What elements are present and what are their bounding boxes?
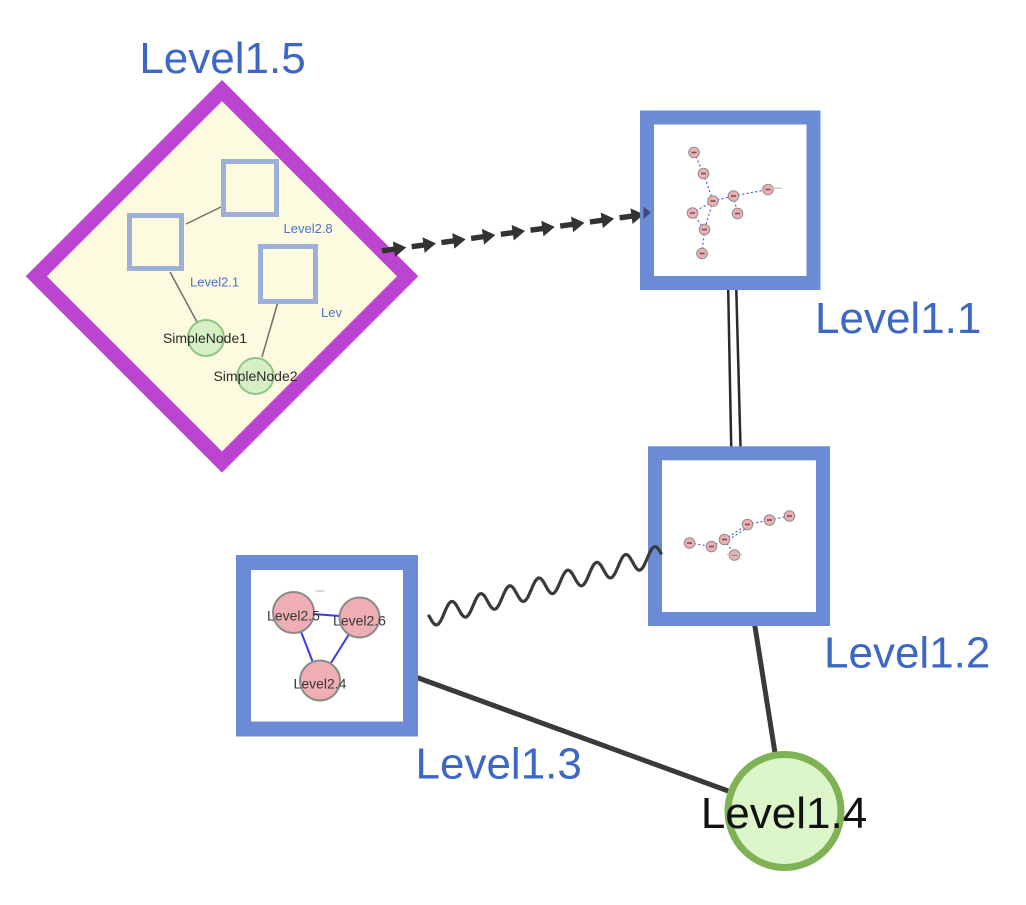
svg-text:Lev: Lev	[321, 305, 342, 320]
svg-text:SimpleNode1: SimpleNode1	[163, 330, 247, 346]
svg-text:Level2.6: Level2.6	[333, 613, 386, 629]
svg-text:Level1.1: Level1.1	[815, 294, 981, 343]
svg-text:Level1.5: Level1.5	[139, 34, 305, 83]
svg-text:Level2.1: Level2.1	[190, 275, 239, 290]
svg-text:Level2.4: Level2.4	[294, 676, 347, 692]
svg-text:SimpleNode2: SimpleNode2	[213, 368, 297, 384]
svg-text:Level1.2: Level1.2	[824, 629, 990, 678]
svg-text:Level2.8: Level2.8	[284, 221, 333, 236]
svg-text:Level1.4: Level1.4	[701, 789, 867, 838]
svg-text:Level2.5: Level2.5	[267, 608, 320, 624]
svg-text:Level1.3: Level1.3	[416, 740, 582, 789]
